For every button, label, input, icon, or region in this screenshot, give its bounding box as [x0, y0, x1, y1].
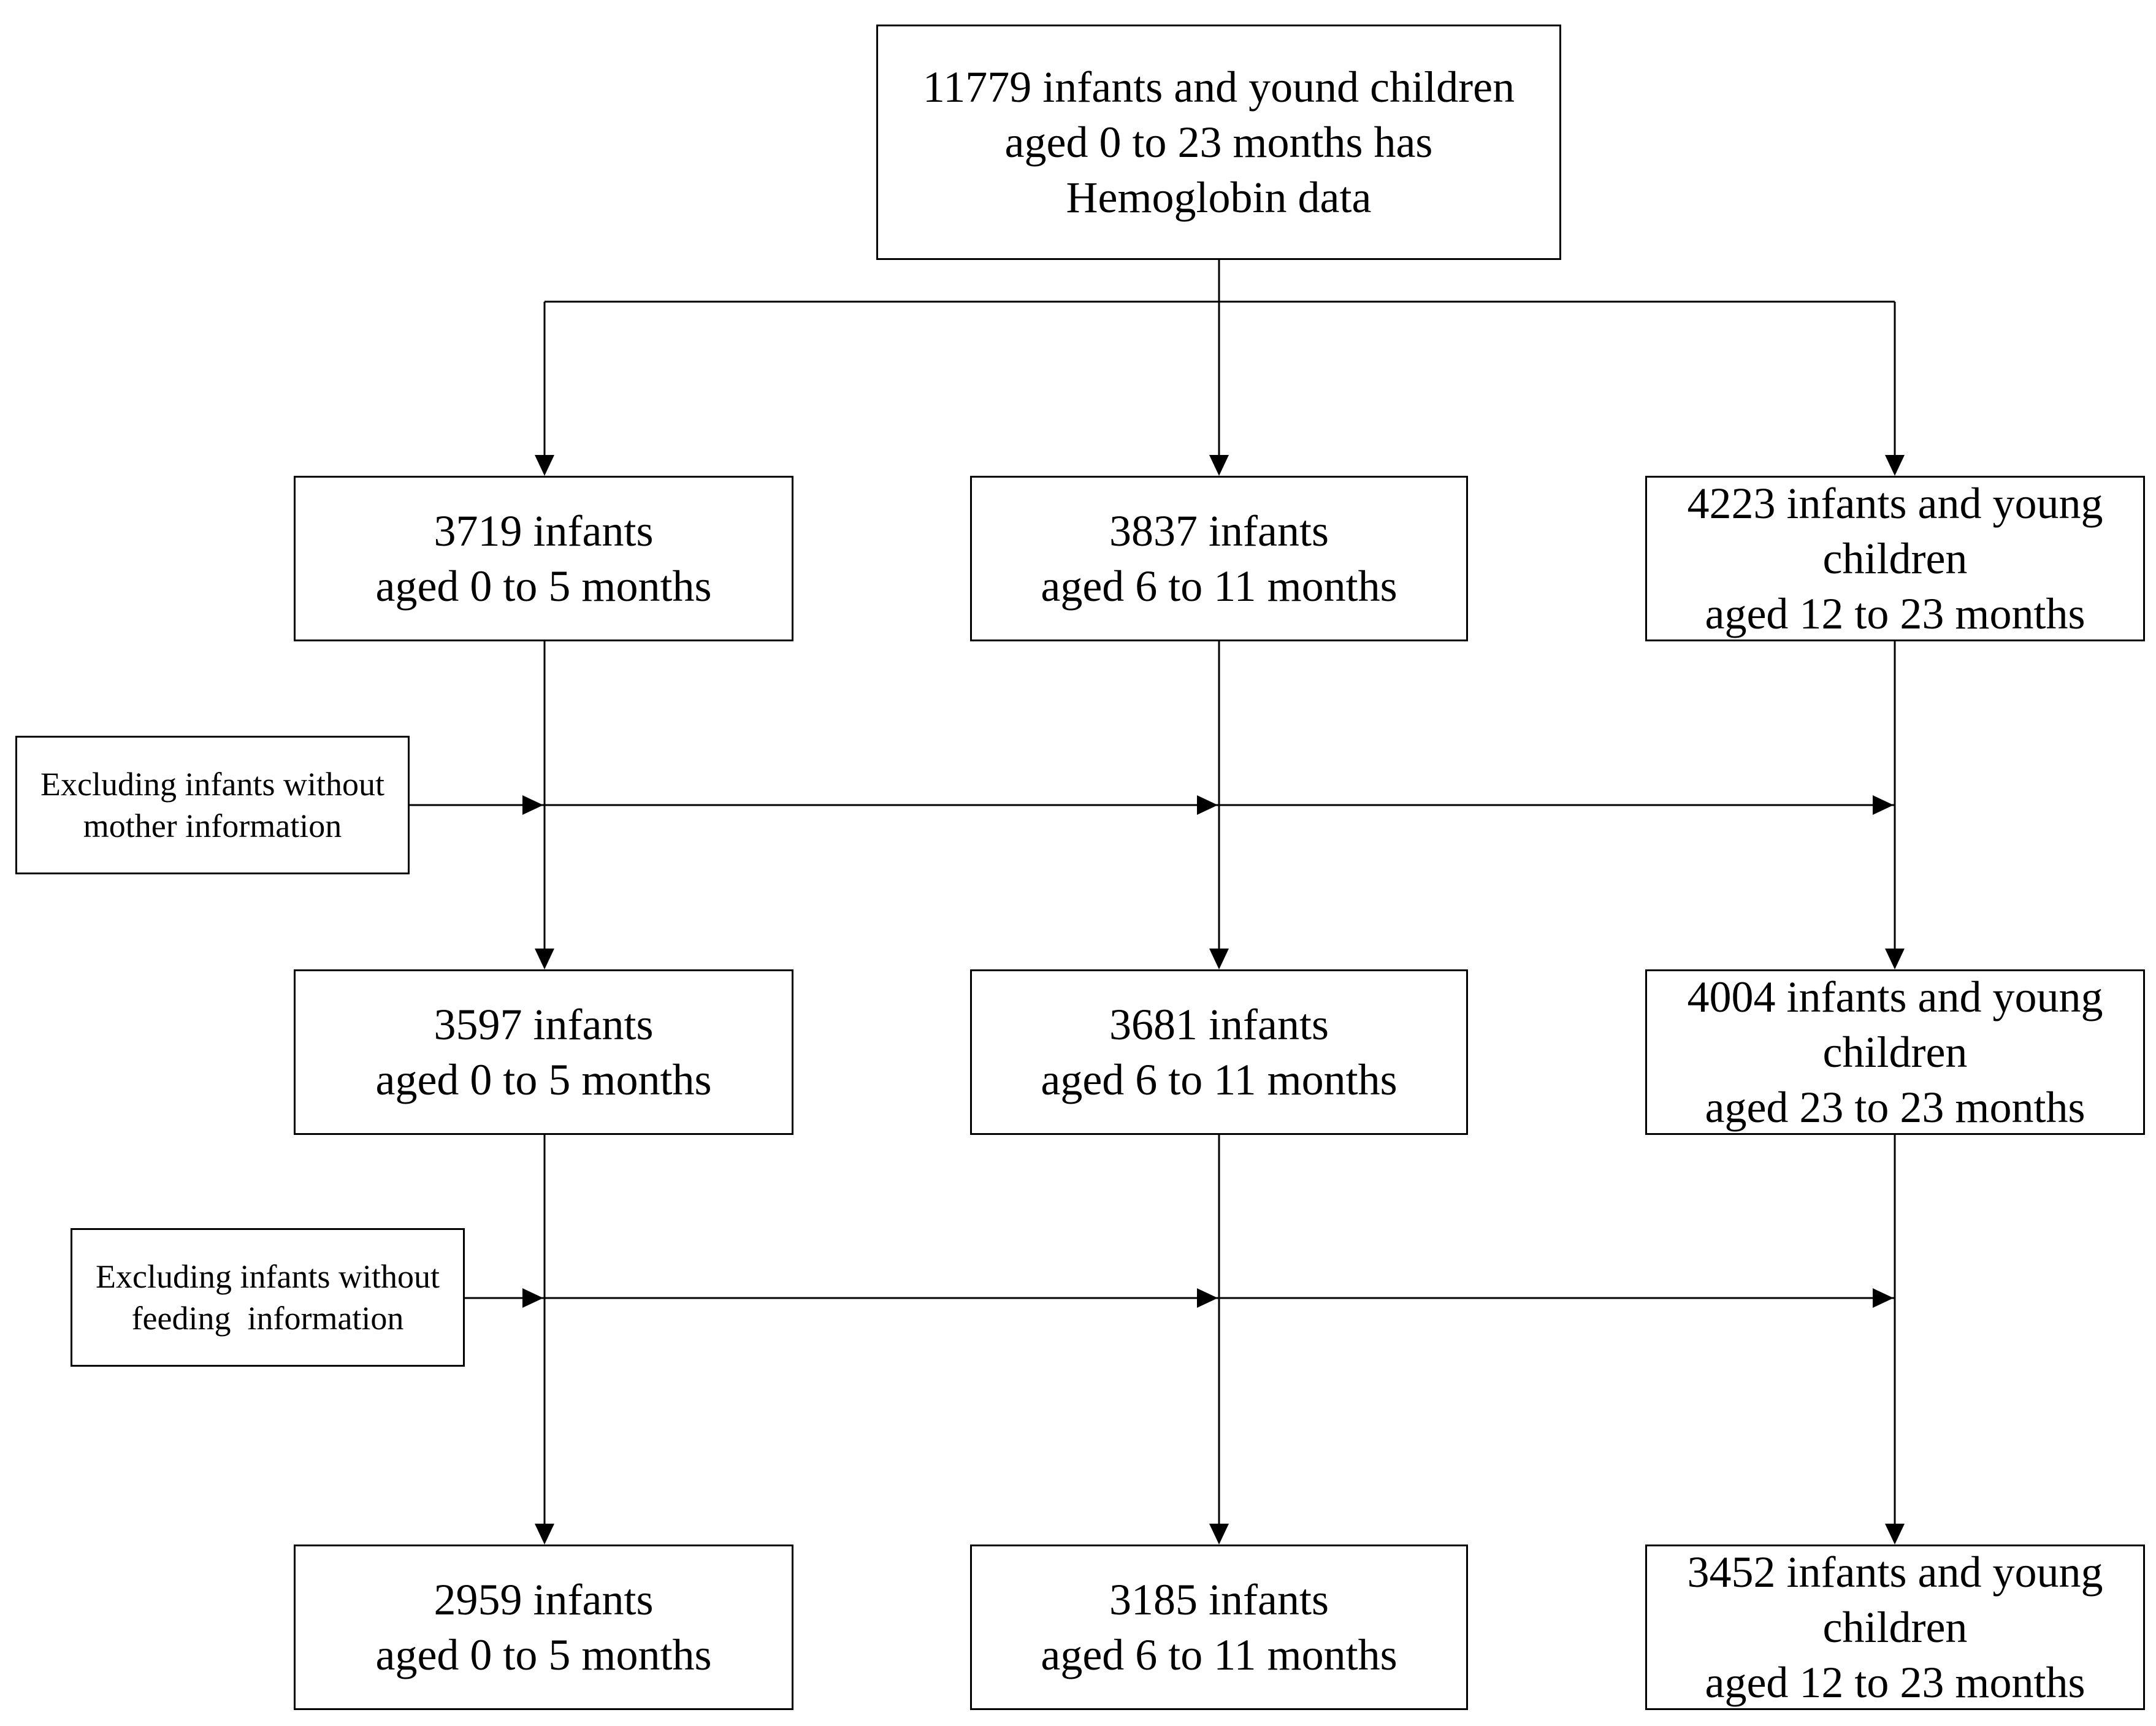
node-line: aged 0 to 5 months	[375, 1630, 712, 1679]
node-group-6-11-level1: 3837 infants aged 6 to 11 months	[970, 476, 1468, 641]
exclusion-box-mother-info: Excluding infants without mother informa…	[15, 736, 410, 874]
node-total-sample: 11779 infants and yound children aged 0 …	[876, 25, 1561, 260]
node-line: aged 0 to 23 months has	[1004, 118, 1433, 167]
node-line: aged 6 to 11 months	[1041, 1055, 1397, 1104]
node-group-6-11-level3: 3185 infants aged 6 to 11 months	[970, 1545, 1468, 1710]
arrowhead-a3	[535, 1524, 554, 1545]
node-group-12-23-level1: 4223 infants and young children aged 12 …	[1645, 476, 2145, 641]
node-text: 3185 infants aged 6 to 11 months	[1041, 1572, 1397, 1682]
arrowhead-c1	[1885, 455, 1905, 476]
node-group-12-23-level3: 3452 infants and young children aged 12 …	[1645, 1545, 2145, 1710]
exclusion-1-arrowhead-a	[522, 795, 543, 815]
node-group-6-11-level2: 3681 infants aged 6 to 11 months	[970, 969, 1468, 1135]
node-text: 3597 infants aged 0 to 5 months	[376, 997, 712, 1107]
exclusion-2-arrowhead-b	[1197, 1288, 1218, 1308]
node-line: 3681 infants	[1109, 1000, 1329, 1049]
node-line: aged 12 to 23 months	[1705, 1658, 2085, 1707]
node-line: 3452 infants and young	[1687, 1548, 2103, 1597]
arrowhead-a1	[535, 455, 554, 476]
node-line: Hemoglobin data	[1066, 173, 1372, 222]
node-line: children	[1822, 534, 1968, 583]
exclusion-line: feeding information	[131, 1300, 404, 1337]
node-line: 11779 infants and yound children	[922, 63, 1515, 112]
exclusion-line: Excluding infants without	[40, 766, 384, 803]
exclusion-line: mother information	[83, 808, 342, 844]
node-group-0-5-level2: 3597 infants aged 0 to 5 months	[294, 969, 793, 1135]
node-line: children	[1822, 1028, 1968, 1077]
node-group-0-5-level1: 3719 infants aged 0 to 5 months	[294, 476, 793, 641]
node-line: aged 0 to 5 months	[375, 1055, 712, 1104]
arrowhead-a2	[535, 949, 554, 969]
node-line: children	[1822, 1603, 1968, 1652]
node-text: 4223 infants and young children aged 12 …	[1688, 476, 2103, 641]
arrowhead-b1	[1209, 455, 1229, 476]
node-group-12-23-level2: 4004 infants and young children aged 23 …	[1645, 969, 2145, 1135]
node-text: 2959 infants aged 0 to 5 months	[376, 1572, 712, 1682]
exclusion-1-arrowhead-b	[1197, 795, 1218, 815]
node-line: aged 23 to 23 months	[1705, 1083, 2085, 1132]
exclusion-text: Excluding infants without feeding inform…	[96, 1256, 440, 1339]
node-line: aged 6 to 11 months	[1041, 1630, 1397, 1679]
node-line: aged 12 to 23 months	[1705, 589, 2085, 638]
node-line: 3185 infants	[1109, 1575, 1329, 1624]
node-text: 4004 infants and young children aged 23 …	[1688, 969, 2103, 1135]
exclusion-1-arrowhead-c	[1873, 795, 1894, 815]
exclusion-line: Excluding infants without	[96, 1258, 440, 1295]
arrowhead-b3	[1209, 1524, 1229, 1545]
node-total-text: 11779 infants and yound children aged 0 …	[923, 59, 1515, 225]
node-line: aged 6 to 11 months	[1041, 562, 1397, 611]
exclusion-box-feeding-info: Excluding infants without feeding inform…	[71, 1228, 465, 1367]
node-line: 3837 infants	[1109, 506, 1329, 556]
arrowhead-c3	[1885, 1524, 1905, 1545]
exclusion-2-arrowhead-a	[522, 1288, 543, 1308]
node-line: 4223 infants and young	[1687, 479, 2103, 528]
exclusion-2-arrowhead-c	[1873, 1288, 1894, 1308]
node-text: 3681 infants aged 6 to 11 months	[1041, 997, 1397, 1107]
node-line: 3719 infants	[434, 506, 654, 556]
node-text: 3837 infants aged 6 to 11 months	[1041, 503, 1397, 614]
node-line: aged 0 to 5 months	[375, 562, 712, 611]
node-group-0-5-level3: 2959 infants aged 0 to 5 months	[294, 1545, 793, 1710]
node-text: 3452 infants and young children aged 12 …	[1688, 1545, 2103, 1710]
node-line: 3597 infants	[434, 1000, 654, 1049]
node-line: 2959 infants	[434, 1575, 654, 1624]
exclusion-text: Excluding infants without mother informa…	[40, 763, 384, 847]
arrowhead-b2	[1209, 949, 1229, 969]
node-line: 4004 infants and young	[1687, 972, 2103, 1021]
node-text: 3719 infants aged 0 to 5 months	[376, 503, 712, 614]
arrowhead-c2	[1885, 949, 1905, 969]
